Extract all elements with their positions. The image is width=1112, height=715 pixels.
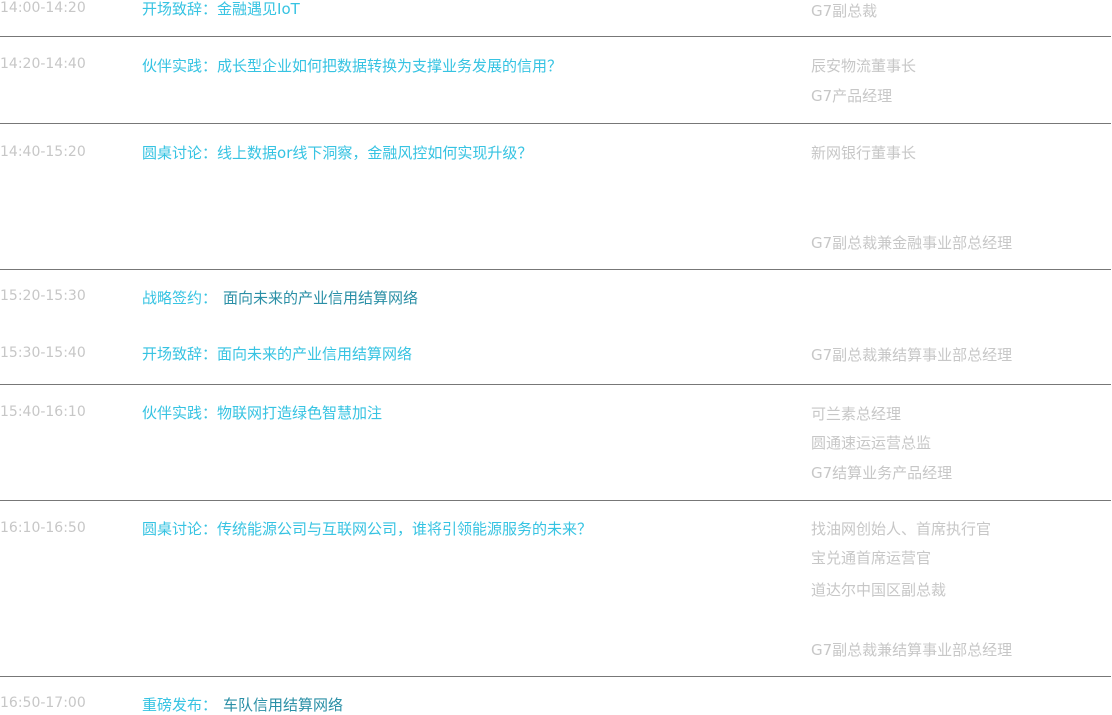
session-topic: 战略签约： 面向未来的产业信用结算网络 — [142, 287, 418, 308]
session-time: 16:50-17:00 — [0, 695, 86, 711]
session-time: 15:20-15:30 — [0, 288, 86, 304]
divider — [0, 36, 1111, 37]
speaker: G7副总裁 — [811, 2, 878, 20]
speaker: 新网银行董事长 — [811, 144, 917, 162]
topic-title: 线上数据or线下洞察，金融风控如何实现升级？ — [217, 144, 533, 162]
speaker: 宝兑通首席运营官 — [811, 549, 932, 567]
speaker: G7副总裁兼金融事业部总经理 — [811, 234, 1013, 252]
speaker: G7副总裁兼结算事业部总经理 — [811, 346, 1013, 364]
topic-prefix: 圆桌讨论： — [142, 144, 218, 162]
session-time: 14:20-14:40 — [0, 56, 86, 72]
speaker: 可兰素总经理 — [811, 405, 902, 423]
topic-prefix: 圆桌讨论： — [142, 520, 218, 538]
session-time: 14:00-14:20 — [0, 0, 86, 16]
topic-prefix: 伙伴实践： — [142, 404, 218, 422]
divider — [0, 500, 1111, 501]
topic-title: 成长型企业如何把数据转换为支撑业务发展的信用？ — [217, 57, 563, 75]
topic-title: 车队信用结算网络 — [223, 696, 344, 714]
session-topic: 圆桌讨论：传统能源公司与互联网公司，谁将引领能源服务的未来？ — [142, 518, 592, 539]
topic-title: 物联网打造绿色智慧加注 — [217, 404, 383, 422]
divider — [0, 123, 1111, 124]
divider — [0, 269, 1111, 270]
topic-title: 面向未来的产业信用结算网络 — [217, 345, 413, 363]
speaker: 圆通速运运营总监 — [811, 434, 932, 452]
topic-title: 金融遇见IoT — [217, 0, 300, 18]
speaker: G7产品经理 — [811, 87, 893, 105]
speaker: 辰安物流董事长 — [811, 57, 917, 75]
session-time: 15:30-15:40 — [0, 345, 86, 361]
session-topic: 伙伴实践：成长型企业如何把数据转换为支撑业务发展的信用？ — [142, 55, 562, 76]
speaker: 找油网创始人、首席执行官 — [811, 520, 992, 538]
speaker: 道达尔中国区副总裁 — [811, 581, 947, 599]
session-topic: 开场致辞：金融遇见IoT — [142, 0, 300, 19]
session-topic: 伙伴实践：物联网打造绿色智慧加注 — [142, 402, 382, 423]
topic-prefix: 伙伴实践： — [142, 57, 218, 75]
topic-title: 面向未来的产业信用结算网络 — [223, 289, 419, 307]
session-time: 14:40-15:20 — [0, 144, 86, 160]
speaker: G7副总裁兼结算事业部总经理 — [811, 641, 1013, 659]
topic-prefix: 战略签约： — [142, 289, 218, 307]
topic-title: 传统能源公司与互联网公司，谁将引领能源服务的未来？ — [217, 520, 593, 538]
session-time: 16:10-16:50 — [0, 520, 86, 536]
session-topic: 开场致辞：面向未来的产业信用结算网络 — [142, 343, 412, 364]
topic-prefix: 开场致辞： — [142, 345, 218, 363]
divider — [0, 384, 1111, 385]
session-topic: 重磅发布： 车队信用结算网络 — [142, 694, 343, 715]
session-topic: 圆桌讨论：线上数据or线下洞察，金融风控如何实现升级？ — [142, 142, 532, 163]
divider — [0, 676, 1111, 677]
topic-prefix: 重磅发布： — [142, 696, 218, 714]
speaker: G7结算业务产品经理 — [811, 464, 953, 482]
topic-prefix: 开场致辞： — [142, 0, 218, 18]
session-time: 15:40-16:10 — [0, 404, 86, 420]
